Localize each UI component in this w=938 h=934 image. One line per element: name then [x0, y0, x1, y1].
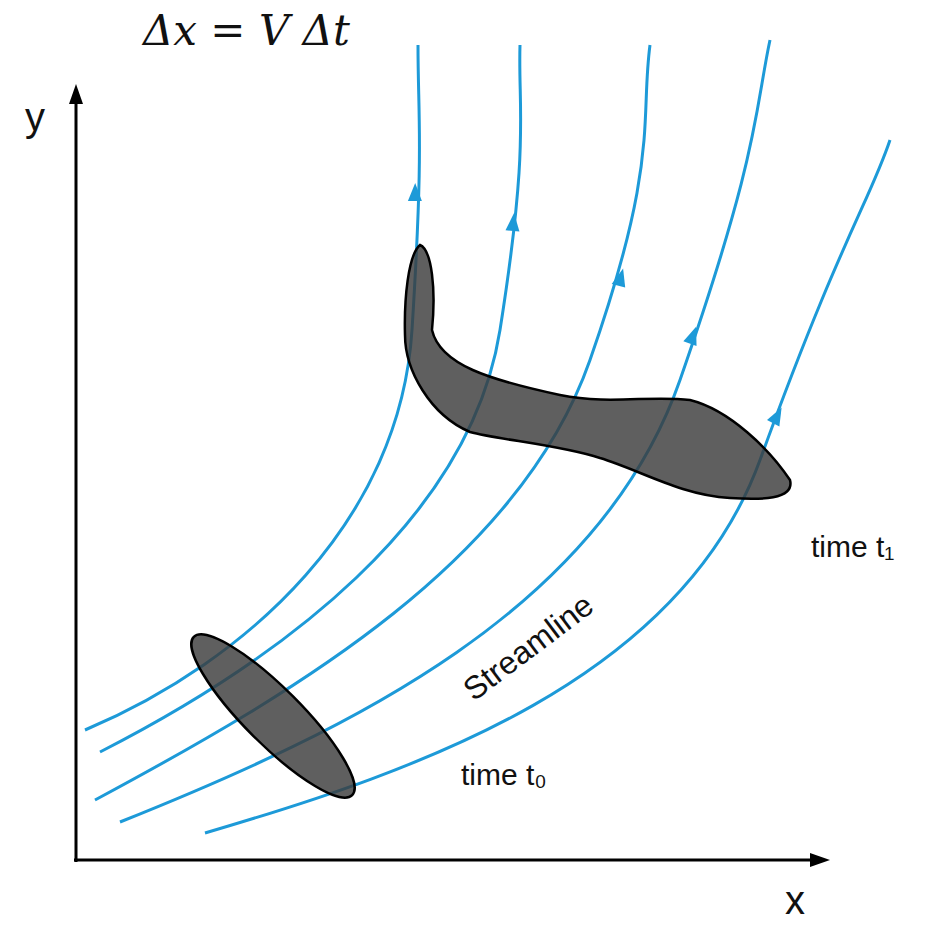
deformed-parcel [405, 245, 791, 499]
y-axis [75, 100, 78, 862]
time-label: time t₀ [458, 758, 550, 791]
axis-label: y [22, 95, 48, 139]
axis-label: x [782, 878, 808, 922]
arrowhead [683, 324, 702, 346]
streamline [85, 45, 420, 730]
x-axis [74, 859, 812, 862]
axis-arrowhead [69, 84, 83, 104]
time-label: time t₁ [808, 530, 897, 563]
streamlines [85, 40, 890, 833]
fluid-parcel [174, 617, 372, 815]
arrowhead [408, 183, 422, 201]
axes [69, 84, 830, 867]
streamline-label: Streamline [454, 586, 602, 710]
axis-arrowhead [810, 853, 830, 867]
arrowhead [612, 267, 630, 288]
arrowhead [767, 404, 788, 426]
arrowhead [506, 212, 522, 231]
equation-label: Δx = V Δt [140, 8, 353, 54]
